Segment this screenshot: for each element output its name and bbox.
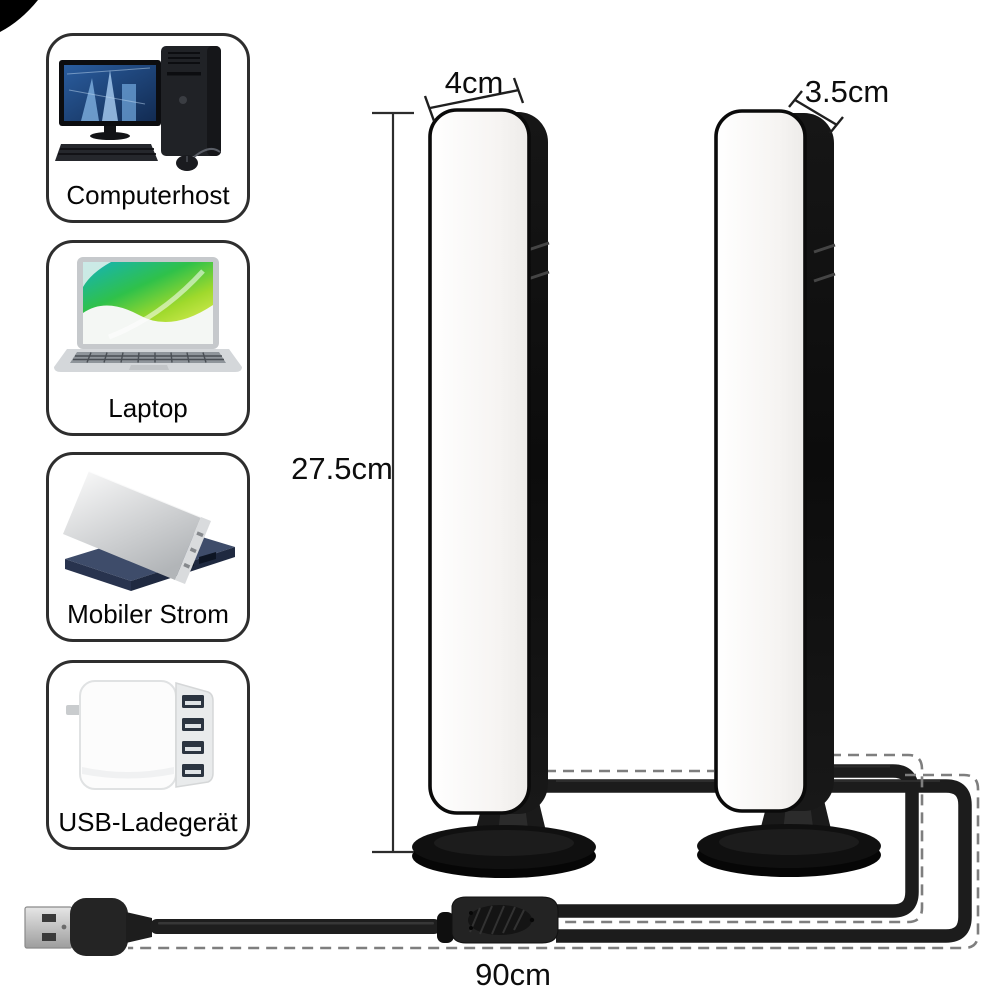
compat-label-mobiler-strom: Mobiler Strom [67,599,229,629]
dashed-guides [128,753,980,950]
compat-box-laptop: Laptop [46,240,250,436]
compat-box-usb-ladegeraet: USB-Ladegerät [46,660,250,850]
usb-wall-charger-icon [66,680,214,790]
compat-label-usb-ladegeraet: USB-Ladegerät [58,807,238,837]
light-bar-right [697,109,881,877]
height-dimension-line [372,111,414,854]
main-cable-highlight [158,922,434,925]
dashed-guide-inner-loop [556,753,924,924]
lamp-base-sheen [434,830,574,856]
main-cable [150,919,441,934]
lamp-base-sheen [719,829,859,855]
height-dimension-label: 27.5cm [291,451,393,486]
lamp-side-grooves [813,243,836,283]
cable-splitter-grip [468,905,532,935]
frame-corner-decoration [0,0,38,32]
usb-plug-contact-slot [42,933,56,941]
laptop-icon [54,257,242,372]
usb-plug-strain-relief [126,912,152,943]
usb-plug-housing [70,898,128,956]
usb-plug-contact-slot [42,914,56,922]
left-lamp-cable [520,779,972,943]
width-dimension-label: 4cm [444,65,504,100]
width-dimension-line [423,77,525,122]
dashed-guide-outer-loop [128,773,980,950]
right-lamp-cable [556,764,919,918]
splitter-dot [529,917,535,923]
depth-dimension-label: 3.5cm [804,74,890,109]
cable-collar [437,912,454,943]
splitter-dot [469,911,473,915]
compat-box-mobiler-strom: Mobiler Strom [46,452,250,642]
compat-art-power-bank [49,455,247,597]
power-bank-icon [63,470,235,591]
compat-art-laptop [49,243,247,391]
cable-length-dimension-label: 90cm [475,957,551,992]
compat-art-usb-charger [49,663,247,805]
compat-art-computerhost [49,36,247,178]
usb-plug-hole [61,924,67,930]
usb-cable-assembly [24,896,559,956]
dimension-lines [372,77,844,854]
splitter-dot [469,926,473,930]
lamp-light-panel [714,109,807,813]
compat-label-computerhost: Computerhost [66,180,230,210]
desktop-pc-icon [55,46,221,171]
depth-dimension-line [788,90,844,134]
compat-box-computerhost: Computerhost [46,33,250,223]
cable-splitter-texture [469,905,525,935]
lamp-side-grooves [527,241,550,281]
compat-label-laptop: Laptop [108,393,188,423]
lamp-light-panel [428,108,531,815]
light-bar-left [412,108,596,878]
